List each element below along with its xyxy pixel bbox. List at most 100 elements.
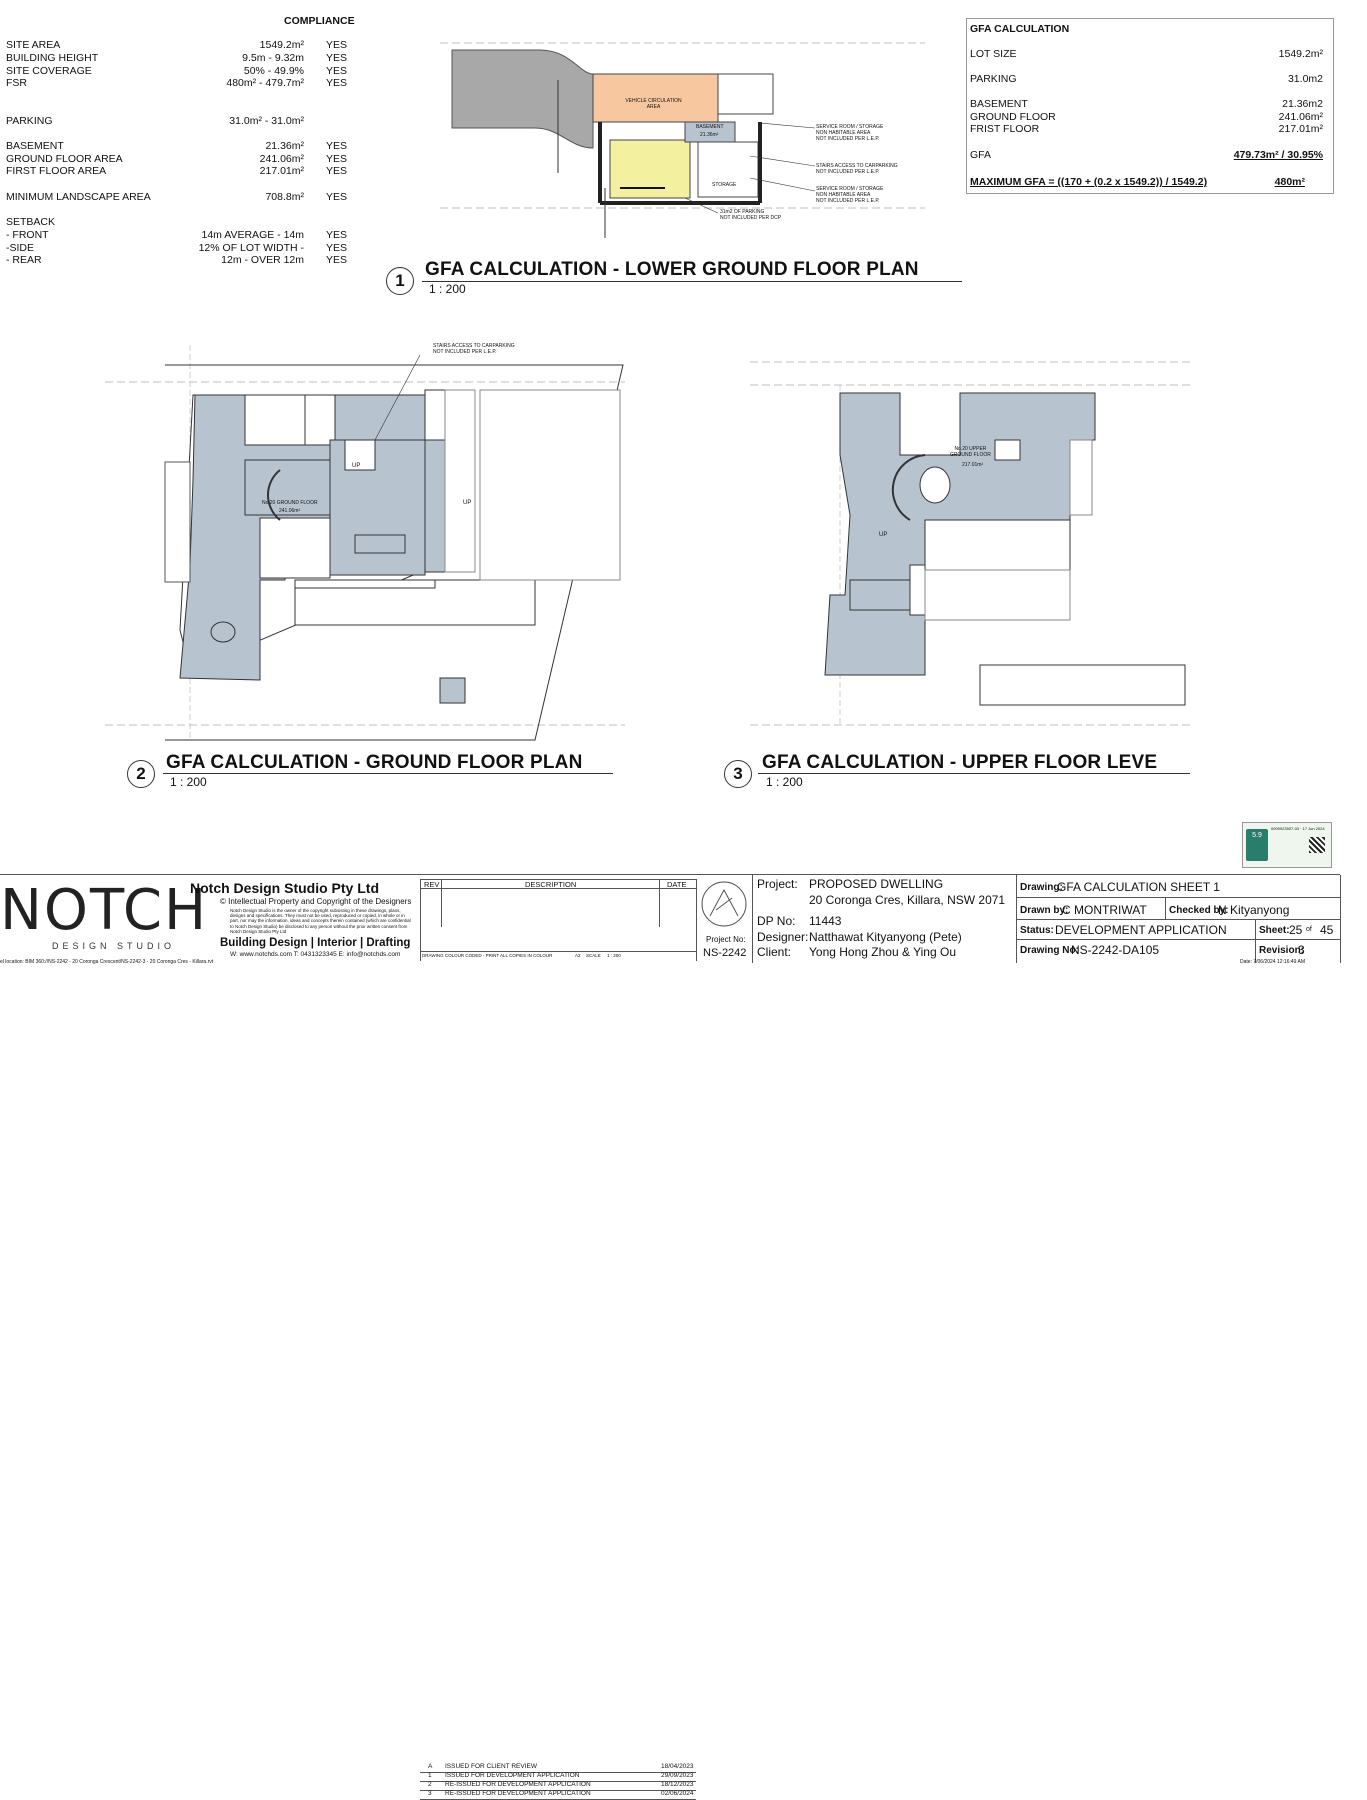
- compliance-label: MINIMUM LANDSCAPE AREA: [6, 191, 151, 203]
- ground-floor-value: 241.06m²: [1278, 111, 1323, 123]
- compliance-value: 12m - OVER 12m: [221, 254, 304, 266]
- project-no-label: Project No:: [706, 935, 746, 944]
- revision-date: 18/04/2023: [661, 1763, 694, 1770]
- basement-area-plan: 21.36m²: [700, 132, 719, 138]
- compliance-status: YES: [326, 229, 348, 241]
- sheet-of: of: [1306, 926, 1312, 933]
- plan-2-number: 2: [127, 760, 155, 788]
- compliance-label: PARKING: [6, 115, 53, 127]
- parking-area: [609, 139, 691, 199]
- scale-value: 1 : 200: [607, 953, 621, 958]
- stairs-note-2: STAIRS ACCESS TO CARPARKING NOT INCLUDED…: [433, 343, 515, 355]
- compliance-label: BUILDING HEIGHT: [6, 52, 99, 64]
- parking-value: 31.0m2: [1287, 73, 1323, 85]
- revision-description: ISSUED FOR CLIENT REVIEW: [445, 1763, 537, 1770]
- compliance-label: - REAR: [6, 254, 42, 266]
- ground-floor-plan: [105, 345, 625, 741]
- compliance-heading: COMPLIANCE: [284, 15, 355, 27]
- compliance-status: YES: [326, 39, 348, 51]
- designer-label: Designer:: [757, 930, 809, 944]
- gfa-value: 479.73m² / 30.95%: [1233, 149, 1323, 161]
- plan-3-number: 3: [724, 760, 752, 788]
- compliance-value: 480m² - 479.7m²: [226, 77, 304, 89]
- basix-score-badge: 5.9: [1246, 829, 1268, 861]
- dp-label: DP No:: [757, 914, 796, 928]
- compliance-status: YES: [326, 77, 348, 89]
- client-label: Client:: [757, 945, 792, 959]
- compliance-status: YES: [326, 140, 348, 152]
- drawing-no-label: Drawing No:: [1020, 945, 1079, 956]
- notch-logo: NOTCH: [0, 878, 209, 943]
- colour-note: DRAWING COLOUR CODED - PRINT ALL COPIES …: [422, 953, 553, 958]
- drawing-value: GFA CALCULATION SHEET 1: [1057, 880, 1220, 894]
- compliance-status: YES: [326, 254, 348, 266]
- service-room-note-1: SERVICE ROOM / STORAGE NON HABITABLE ARE…: [816, 124, 884, 142]
- drawn-by-value: C MONTRIWAT: [1062, 903, 1147, 917]
- upper-floor-name: No.20 UPPER GROUND FLOOR: [950, 446, 991, 458]
- file-location: el location: BIM 360://NS-2242 - 20 Coro…: [0, 959, 214, 965]
- dp-value: 11443: [809, 914, 842, 928]
- compliance-value: 14m AVERAGE - 14m: [201, 229, 304, 241]
- max-gfa-label: MAXIMUM GFA = ((170 + (0.2 x 1549.2)) / …: [970, 176, 1208, 188]
- parking-label: PARKING: [970, 73, 1017, 85]
- company-name: Notch Design Studio Pty Ltd: [190, 880, 379, 896]
- upper-floor-area: 217.01m²: [962, 462, 984, 468]
- plan-1-scale: 1 : 200: [429, 282, 466, 296]
- compliance-row: PARKING 31.0m² - 31.0m²: [6, 115, 346, 128]
- project-label: Project:: [757, 877, 798, 891]
- parking-note: 31m2 OF PARKING NOT INCLUDED PER DCP: [720, 209, 782, 221]
- compliance-status: YES: [326, 191, 348, 203]
- desc-header: DESCRIPTION: [525, 880, 577, 889]
- client-value: Yong Hong Zhou & Ying Ou: [809, 945, 956, 959]
- basix-certificate: 5.9 0009923507-03 · 17 Jun 2024: [1242, 822, 1332, 868]
- checked-by-label: Checked by:: [1169, 905, 1229, 916]
- compliance-label: GROUND FLOOR AREA: [6, 153, 123, 165]
- gfa-heading: GFA CALCULATION: [970, 23, 1070, 35]
- compliance-value: 31.0m² - 31.0m²: [229, 115, 304, 127]
- rev-header: REV: [424, 880, 440, 889]
- lower-ground-floor-plan: [440, 42, 925, 238]
- compliance-value: 21.36m²: [265, 140, 304, 152]
- drawn-by-label: Drawn by:: [1020, 905, 1069, 916]
- ground-floor-area: 241.06m²: [279, 508, 301, 514]
- basix-cert-number: 0009923507-03 · 17 Jun 2024: [1271, 826, 1325, 831]
- project-address: 20 Coronga Cres, Killara, NSW 2071: [809, 893, 1006, 907]
- drawing-label: Drawing:: [1020, 882, 1063, 893]
- paper-size: A2: [575, 953, 581, 958]
- basement-label: BASEMENT: [970, 98, 1028, 110]
- compliance-label: SETBACK: [6, 216, 56, 228]
- vehicle-circulation-area: [592, 73, 719, 123]
- revision-number: 1: [428, 1772, 432, 1779]
- revision-number: 2: [428, 1781, 432, 1788]
- upper-floor-plan: [750, 361, 1190, 726]
- compliance-row: GROUND FLOOR AREA 241.06m² YES: [6, 153, 348, 166]
- compliance-value: 1549.2m²: [259, 39, 304, 51]
- revision-description: ISSUED FOR DEVELOPMENT APPLICATION: [445, 1772, 580, 1779]
- project-no-value: NS-2242: [703, 947, 747, 959]
- compliance-status: YES: [326, 52, 348, 64]
- compliance-row: - REAR 12m - OVER 12m YES: [6, 254, 348, 267]
- drawing-no-value: NS-2242-DA105: [1071, 943, 1160, 957]
- compliance-status: YES: [326, 153, 348, 165]
- basement-label-plan: BASEMENT: [696, 124, 724, 130]
- stairs-note-1: STAIRS ACCESS TO CARPARKING NOT INCLUDED…: [816, 163, 898, 175]
- sheet-total: 45: [1320, 923, 1334, 937]
- vehicle-circulation-label: VEHICLE CIRCULATION AREA: [625, 98, 682, 110]
- date-stamp: Date: 7/06/2024 12:16:49 AM: [1240, 959, 1306, 965]
- max-gfa-value: 480m²: [1274, 176, 1305, 188]
- scale-label: SCALE: [586, 953, 601, 958]
- sheet-label: Sheet:: [1259, 925, 1290, 936]
- project-value: PROPOSED DWELLING: [809, 877, 944, 891]
- ground-up-label: UP: [352, 463, 361, 469]
- plan-3-title: GFA CALCULATION - UPPER FLOOR LEVE: [762, 752, 1158, 773]
- compliance-value: 708.8m²: [265, 191, 304, 203]
- compliance-value: 241.06m²: [259, 153, 304, 165]
- services-line: Building Design | Interior | Drafting: [220, 937, 411, 949]
- designer-value: Natthawat Kityanyong (Pete): [809, 930, 962, 944]
